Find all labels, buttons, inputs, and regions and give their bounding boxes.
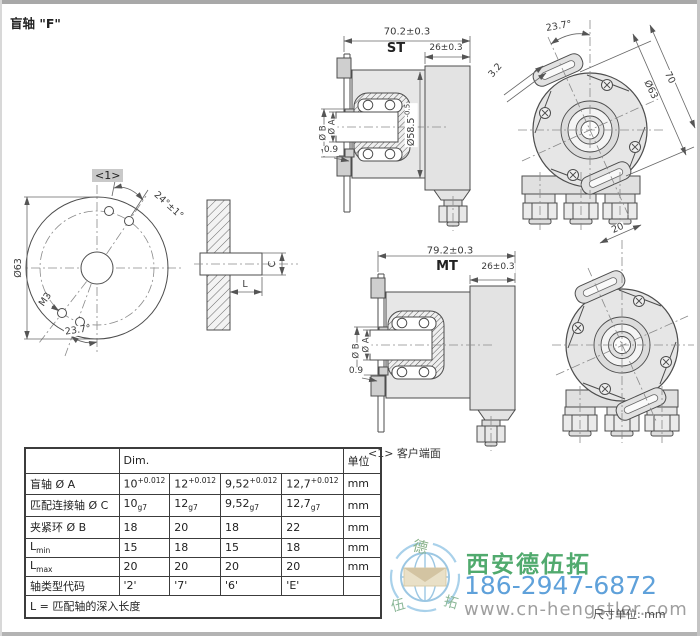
header-unit-cell: 单位 (342, 447, 382, 474)
cell: 18 (169, 537, 222, 558)
mt-view-title: MT (436, 258, 458, 274)
table-header-row: Dim. 单位 (24, 447, 382, 474)
row-label: 匹配连接轴 Ø C (24, 493, 120, 517)
cell: 'E' (281, 575, 344, 596)
section-c-label: C (266, 260, 278, 268)
header-empty-cell (24, 447, 120, 474)
cell: 15 (220, 537, 283, 558)
cell: 22 (281, 515, 344, 539)
cell: 18 (220, 515, 283, 539)
ref-marker-badge: <1> (92, 169, 124, 182)
table-row: 盲轴 Ø A 10+0.012 12+0.012 9,52+0.012 12,7… (24, 472, 382, 495)
front-dia63-label: Ø63 (12, 257, 25, 279)
st-body-dia-value: Ø58.5 (405, 117, 417, 147)
row-label: 轴类型代码 (24, 575, 120, 596)
mt-rear-view (552, 240, 694, 443)
st-side-view (321, 36, 471, 231)
cell: 12+0.012 (169, 472, 222, 495)
cell: 12g7 (169, 493, 222, 517)
unit-cell: mm (342, 515, 382, 539)
cell: '2' (118, 575, 171, 596)
logo-char-bottom-right: 拓 (442, 593, 460, 612)
unit-cell (342, 575, 382, 596)
st-body-dia-tol: -0.5 (403, 103, 412, 118)
cell: 20 (169, 556, 222, 577)
row-label: Lmax (24, 556, 120, 577)
table-footer-row: L = 匹配轴的深入长度 (24, 594, 382, 619)
page-edge-left (0, 0, 2, 636)
header-dim-cell: Dim. (118, 447, 344, 474)
st-rear-depth-dim-label: 26±0.3 (429, 43, 463, 54)
unit-cell: mm (342, 472, 382, 495)
st-diaA-label: Ø A (327, 118, 338, 136)
cell: 18 (281, 537, 344, 558)
page-edge-bottom (0, 632, 700, 636)
cell: 9,52g7 (220, 493, 283, 517)
cell: 20 (281, 556, 344, 577)
cell: 20 (169, 515, 222, 539)
watermark-website: www.cn-hengstler.com (464, 599, 688, 620)
row-label: 夹紧环 Ø B (24, 515, 120, 539)
unit-cell: mm (342, 556, 382, 577)
cell: 20 (220, 556, 283, 577)
units-note: 尺寸单位: mm (593, 608, 666, 621)
cell: 12,7+0.012 (281, 472, 344, 495)
cell: '7' (169, 575, 222, 596)
cell: 10+0.012 (118, 472, 171, 495)
mt-diaA-label: Ø A (361, 336, 372, 354)
cell: '6' (220, 575, 283, 596)
table-row: Lmin 15 18 15 18 mm (24, 537, 382, 558)
st-gap-dim-label: 0.9 (322, 145, 340, 156)
flange-front-view (14, 175, 181, 357)
st-view-title: ST (386, 40, 406, 56)
cell: 15 (118, 537, 171, 558)
row-label: 盲轴 Ø A (24, 472, 120, 495)
logo-char-top: 德 (411, 536, 430, 557)
unit-cell: mm (342, 493, 382, 517)
mt-overall-dim-label: 79.2±0.3 (426, 245, 474, 257)
customer-face-note: <1> 客户端面 (368, 447, 441, 460)
watermark-brand: 西安德伍拓 (466, 552, 591, 578)
row-label: Lmin (24, 537, 120, 558)
page-edge-top (0, 0, 700, 4)
watermark-logo: 德 伍 拓 (389, 536, 461, 616)
watermark-phone: 186-2947-6872 (464, 571, 658, 600)
section-l-label: L (242, 278, 248, 290)
table-row: Lmax 20 20 20 20 mm (24, 556, 382, 577)
cell: 12,7g7 (281, 493, 344, 517)
logo-char-bottom-left: 伍 (389, 596, 407, 615)
mt-side-view (354, 251, 516, 451)
page-edge-right (697, 0, 700, 636)
cell: 20 (118, 556, 171, 577)
dimension-table: Dim. 单位 盲轴 Ø A 10+0.012 12+0.012 9,52+0.… (24, 447, 383, 619)
mt-rear-depth-dim-label: 26±0.3 (480, 262, 516, 273)
st-rear-view (503, 20, 696, 244)
mt-gap-dim-label: 0.9 (347, 366, 365, 377)
page-title: 盲轴 "F" (10, 16, 61, 31)
table-footnote: L = 匹配轴的深入长度 (24, 594, 382, 619)
st-overall-dim-label: 70.2±0.3 (383, 26, 431, 38)
mt-diaB-label: Ø B (351, 342, 362, 360)
table-row: 匹配连接轴 Ø C 10g7 12g7 9,52g7 12,7g7 mm (24, 493, 382, 517)
cell: 18 (118, 515, 171, 539)
st-body-dia-label: Ø58.5-0.5 (403, 102, 418, 148)
shaft-section-view (194, 199, 298, 331)
table-row: 轴类型代码 '2' '7' '6' 'E' (24, 575, 382, 596)
table-row: 夹紧环 Ø B 18 20 18 22 mm (24, 515, 382, 539)
unit-cell: mm (342, 537, 382, 558)
cell: 9,52+0.012 (220, 472, 283, 495)
cell: 10g7 (118, 493, 171, 517)
